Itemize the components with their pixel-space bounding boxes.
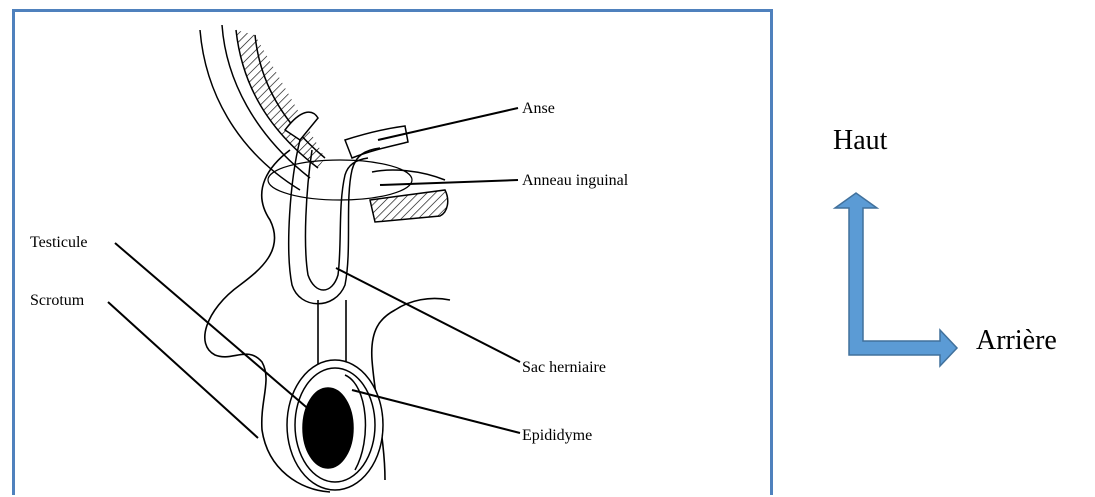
label-testicule: Testicule [30,234,88,251]
leader-anse [378,108,518,140]
label-sac-herniaire: Sac herniaire [522,359,606,376]
wall-segment-right [370,190,448,222]
testicle [287,360,383,490]
orientation-arrows [835,193,957,366]
label-anse: Anse [522,100,555,117]
inguinal-ring [268,160,412,200]
leader-scrotum [108,302,258,438]
leader-sac [336,268,520,362]
up-label: Haut [833,125,887,157]
leader-anneau [380,180,518,185]
label-epididyme: Epididyme [522,427,592,444]
abdominal-wall [200,25,325,190]
back-label: Arrière [976,325,1057,357]
leader-testicule [115,243,312,412]
label-anneau-inguinal: Anneau inguinal [522,172,629,189]
label-scrotum: Scrotum [30,292,85,309]
hernia-sac [289,140,445,304]
